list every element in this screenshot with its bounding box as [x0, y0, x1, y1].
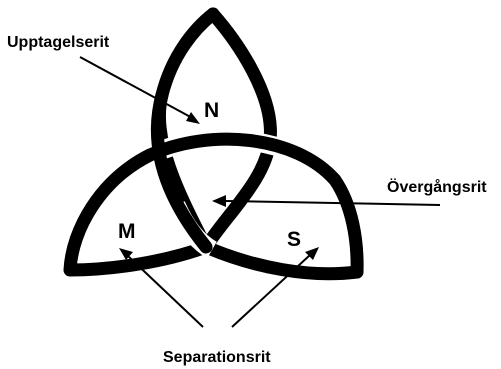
callout-arrow-transition — [225, 200, 441, 206]
arrowhead-transition — [212, 195, 226, 207]
knot-band-left-descent — [150, 88, 213, 254]
arrowhead-separation-right — [305, 247, 319, 260]
callout-transition-rite: Övergångsrit — [387, 177, 487, 196]
callout-arrow-separation-left — [127, 255, 204, 328]
knot-band-lower-right — [199, 240, 364, 281]
callout-separation-rite: Separationsrit — [163, 349, 271, 366]
callout-arrow-incorporation — [79, 56, 197, 121]
callout-incorporation-rite: Upptagelserit — [7, 34, 110, 51]
arrowhead-separation-left — [119, 248, 133, 260]
knot-band-horizontal-arc — [143, 132, 364, 279]
arrowhead-incorporation — [186, 112, 200, 124]
region-label-n: N — [204, 99, 219, 122]
region-label-s: S — [287, 228, 301, 251]
knot-band-lower-left — [63, 148, 213, 277]
region-label-m: M — [118, 220, 136, 243]
callout-arrow-separation-right — [231, 254, 311, 328]
